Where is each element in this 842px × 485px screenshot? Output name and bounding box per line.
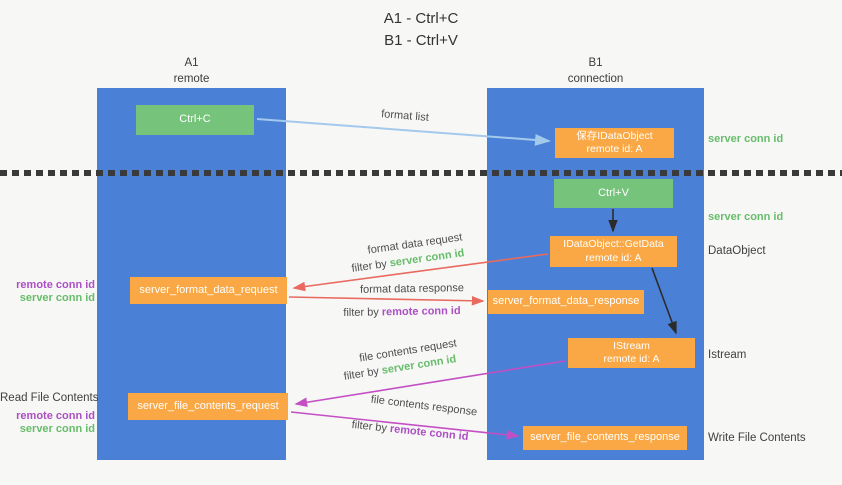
label-write-file-contents: Write File Contents — [708, 432, 806, 444]
lane-b1-subtitle: connection — [567, 72, 624, 85]
lane-b1-title: B1 — [588, 57, 603, 69]
label-server-conn-id-top-left: server conn id — [19, 292, 95, 304]
label-server-conn-id-bottom-left: server conn id — [19, 423, 95, 435]
label-read-file-contents: Read File Contents — [0, 392, 99, 404]
node-save-idataobject-line1: 保存IDataObject — [576, 129, 653, 142]
node-istream-line2: remote id: A — [603, 353, 660, 365]
format-data-response-arrow — [288, 295, 485, 306]
node-istream: IStream remote id: A — [568, 338, 695, 368]
filter-by-key-remote-conn-id: remote conn id — [389, 422, 469, 444]
filter-by-prefix: filter by — [342, 365, 380, 383]
title-line-2: B1 - Ctrl+V — [384, 31, 458, 49]
label-remote-conn-id-bottom-left: remote conn id — [16, 410, 95, 422]
node-server-format-data-request-label: server_format_data_request — [139, 283, 278, 296]
node-server-file-contents-request: server_file_contents_request — [128, 393, 288, 420]
lane-a1-title: A1 — [184, 57, 199, 69]
lane-header-b1-connection: B1 connection — [487, 56, 704, 87]
node-ctrl-c-label: Ctrl+C — [179, 113, 211, 126]
label-server-conn-id-top-right: server conn id — [708, 133, 784, 145]
node-server-format-data-response: server_format_data_response — [488, 290, 644, 314]
node-server-file-contents-response: server_file_contents_response — [523, 426, 687, 450]
node-ctrl-v-label: Ctrl+V — [598, 186, 629, 199]
node-istream-line1: IStream — [613, 339, 650, 352]
node-idataobject-getdata: IDataObject::GetData remote id: A — [550, 236, 677, 267]
node-getdata-line1: IDataObject::GetData — [563, 238, 664, 251]
node-save-idataobject: 保存IDataObject remote id: A — [555, 128, 674, 158]
label-remote-conn-id-top-left: remote conn id — [16, 279, 95, 291]
filter-by-key-remote-conn-id: remote conn id — [381, 304, 461, 319]
node-ctrl-c: Ctrl+C — [136, 105, 254, 135]
lane-a1-subtitle: remote — [173, 72, 210, 85]
arrow-label-file-contents-response: file contents response — [370, 393, 478, 419]
node-ctrl-v: Ctrl+V — [554, 179, 673, 208]
label-istream: Istream — [708, 349, 747, 361]
machine-separator-dotted-line — [0, 170, 842, 176]
node-getdata-line2: remote id: A — [585, 251, 642, 264]
node-server-format-data-request: server_format_data_request — [130, 277, 287, 304]
lane-header-a1-remote: A1 remote — [97, 56, 286, 87]
title-line-1: A1 - Ctrl+C — [383, 10, 459, 27]
filter-by-prefix: filter by — [351, 418, 388, 435]
filter-by-prefix: filter by — [350, 258, 388, 275]
label-dataobject: DataObject — [708, 245, 766, 257]
node-server-file-contents-request-label: server_file_contents_request — [137, 399, 279, 412]
label-server-conn-id-mid-right: server conn id — [708, 211, 784, 223]
arrow-label-format-data-response: format data response — [359, 282, 465, 296]
filter-by-prefix: filter by — [343, 306, 379, 320]
arrow-label-format-list: format list — [380, 108, 430, 124]
node-server-format-data-response-label: server_format_data_response — [492, 295, 640, 308]
node-server-file-contents-response-label: server_file_contents_response — [530, 431, 680, 444]
node-save-idataobject-line2: remote id: A — [586, 143, 643, 155]
diagram-title: A1 - Ctrl+C B1 - Ctrl+V — [0, 8, 842, 52]
